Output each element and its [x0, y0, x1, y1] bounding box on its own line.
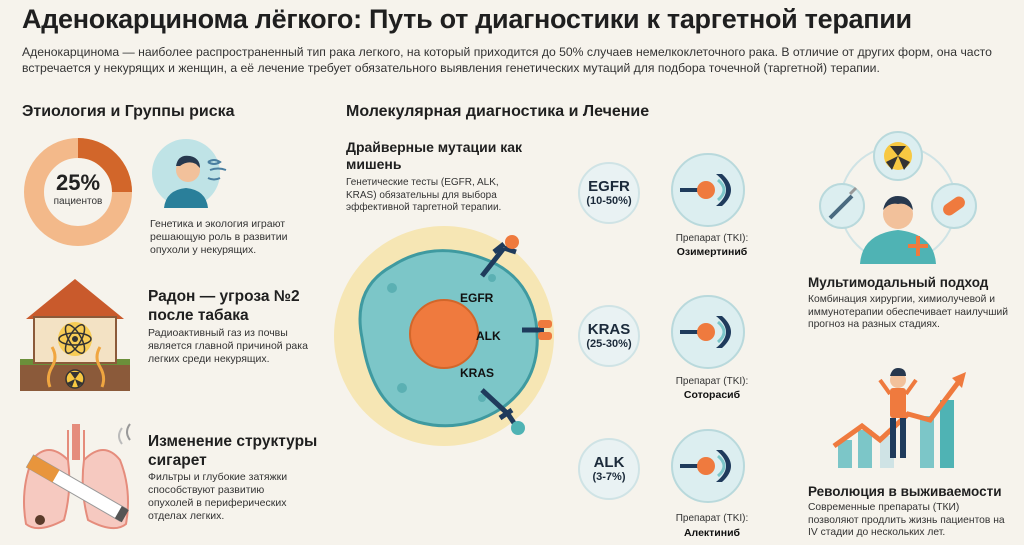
mutation-name: ALK — [593, 454, 625, 471]
cigarettes-title: Изменение структуры сигарет — [148, 433, 318, 469]
diagnostics-heading: Молекулярная диагностика и Лечение — [346, 103, 650, 120]
drug-label: Препарат (TKI): — [675, 233, 749, 244]
mutation-circle-kras: KRAS (25-30%) — [578, 305, 640, 367]
multimodal-text: Комбинация хирургии, химиолучевой и имму… — [808, 294, 1009, 330]
mutation-percent: (25-30%) — [586, 338, 632, 350]
donut-label: пациентов — [53, 196, 103, 207]
mutation-percent: (3-7%) — [592, 471, 626, 483]
cell-label-alk: ALK — [476, 329, 501, 343]
radon-text: Радиоактивный газ из почвы является глав… — [148, 327, 308, 365]
lungs-cigarette-icon — [18, 420, 136, 538]
survival-title: Революция в выживаемости — [808, 484, 1002, 499]
drivers-text: Генетические тесты (EGFR, ALK, KRAS) обя… — [346, 177, 502, 213]
drug-label: Препарат (TKI): — [675, 513, 749, 524]
cell-label-kras: KRAS — [460, 366, 495, 380]
receptor-drug-icon — [670, 294, 746, 370]
donut-value: 25% — [55, 170, 101, 195]
drug-name: Соторасиб — [683, 389, 741, 401]
drug-name: Озимертиниб — [676, 246, 748, 258]
survival-growth-graphic — [828, 360, 978, 472]
radon-title: Радон — угроза №2 после табака — [148, 288, 300, 324]
cancer-cell-graphic — [332, 218, 572, 448]
drivers-title: Драйверные мутации как мишень — [346, 139, 523, 172]
page-title: Аденокарцинома лёгкого: Путь от диагност… — [22, 4, 912, 34]
genetics-text: Генетика и экология играют решающую роль… — [150, 218, 288, 256]
drug-label: Препарат (TKI): — [675, 376, 749, 387]
mutation-name: KRAS — [587, 321, 631, 338]
mutation-percent: (10-50%) — [586, 195, 632, 207]
receptor-drug-icon — [670, 428, 746, 504]
multimodal-title: Мультимодальный подход — [808, 275, 989, 290]
mutation-circle-alk: ALK (3-7%) — [578, 438, 640, 500]
donut-chart: 25% пациентов — [22, 136, 134, 248]
intro-text: Аденокарцинома — наиболее распространенн… — [22, 45, 992, 75]
donut-graphic — [24, 138, 132, 246]
person-breathing-icon — [150, 138, 234, 208]
etiology-heading: Этиология и Группы риска — [22, 103, 235, 120]
radon-house-icon — [20, 275, 130, 395]
mutation-name: EGFR — [588, 178, 630, 195]
drug-name: Алектиниб — [683, 527, 741, 539]
survival-text: Современные препараты (ТКИ) позволяют пр… — [808, 502, 1005, 538]
cell-label-egfr: EGFR — [460, 291, 494, 305]
cigarettes-text: Фильтры и глубокие затяжки способствуют … — [148, 471, 288, 522]
multimodal-graphic — [816, 126, 980, 264]
mutation-circle-egfr: EGFR (10-50%) — [578, 162, 640, 224]
receptor-drug-icon — [670, 152, 746, 228]
